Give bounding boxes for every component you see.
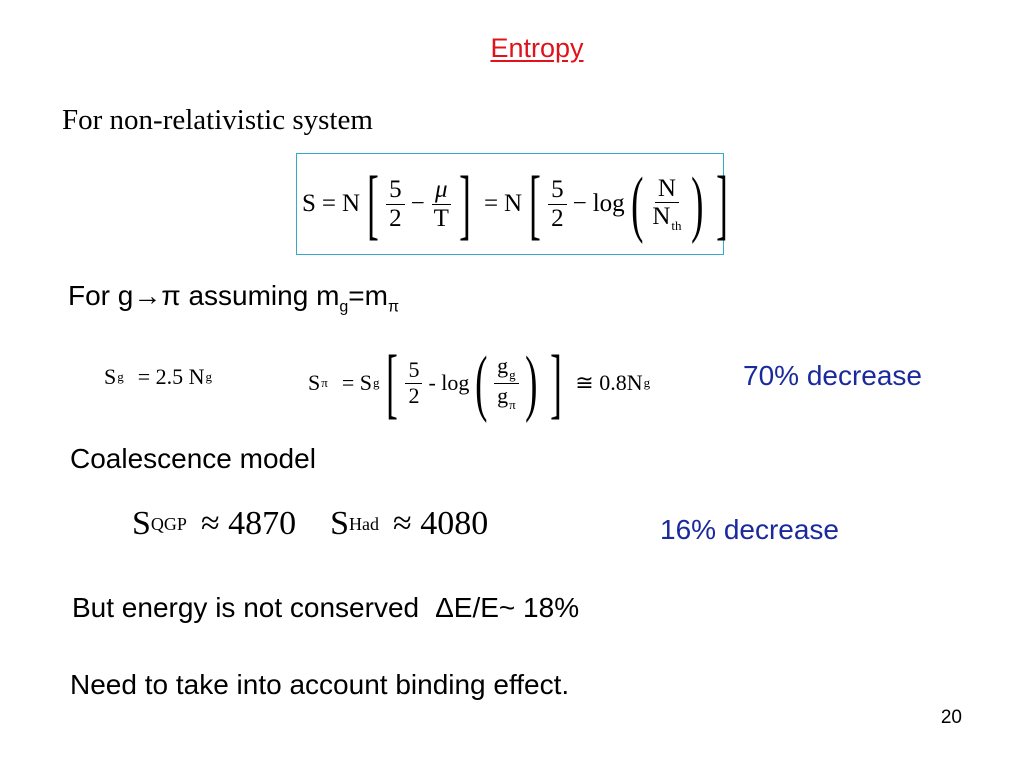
fraction-mu-over-t: μ T <box>432 176 451 232</box>
formula-s: S <box>302 190 316 217</box>
entropy-formula-box <box>296 153 724 255</box>
formula-minus: − <box>410 190 425 217</box>
formula-n: N <box>342 190 361 217</box>
fraction-five-halves: 5 2 <box>386 176 405 232</box>
formula-equals-2: = <box>483 190 499 217</box>
formula-n-2: N <box>504 190 523 217</box>
g-to-pi-heading: For g→π assuming mg=mπ <box>68 280 400 316</box>
page-number: 20 <box>940 707 962 728</box>
binding-effect-note: Need to take into account binding effect… <box>70 669 570 700</box>
coalescence-heading: Coalescence model <box>70 443 316 474</box>
formula-log: log <box>592 190 625 217</box>
fraction-five-halves-2: 5 2 <box>548 176 567 232</box>
entropy-formula: S = N [ 5 2 − μ T ] = N [ 5 2 − log ( N … <box>302 160 728 247</box>
non-relativistic-heading: For non-relativistic system <box>62 104 373 136</box>
fraction-n-over-nth: N Nth <box>652 174 682 234</box>
decrease-16-note: 16% decrease <box>660 514 840 545</box>
formula-minus-2: − <box>572 190 587 217</box>
decrease-70-note: 70% decrease <box>743 360 923 391</box>
formula-equals: = <box>321 190 337 217</box>
fraction-gg-over-gpi: gg gπ <box>494 354 519 412</box>
slide-title: Entropy <box>490 33 584 63</box>
fraction-five-halves-3: 5 2 <box>405 358 423 407</box>
